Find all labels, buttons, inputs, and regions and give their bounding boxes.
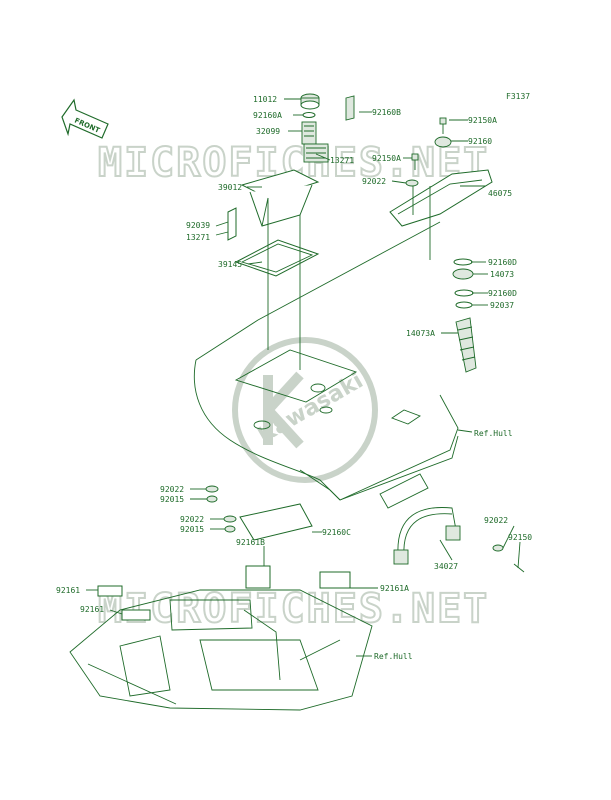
callout-14073A: 14073A <box>406 329 435 338</box>
callout-92160D-a: 92160D <box>488 258 517 267</box>
kawasaki-logo-watermark: Kawasaki <box>232 337 378 483</box>
callout-92015-a: 92015 <box>160 495 184 504</box>
callout-34027: 34027 <box>434 562 458 571</box>
callout-92160: 92160 <box>468 137 492 146</box>
bolt-92150A-top <box>439 117 447 134</box>
callout-92150A: 92150A <box>372 154 401 163</box>
decal-92160C <box>239 503 313 541</box>
callout-92161-a: 92161 <box>56 586 80 595</box>
decal-92161-b <box>121 609 151 621</box>
callout-92150A-top: 92150A <box>468 116 497 125</box>
vent-cap-14073 <box>452 268 474 280</box>
callout-92160A: 92160A <box>253 111 282 120</box>
callout-13271-b: 13271 <box>186 233 210 242</box>
nut-92015-b <box>224 525 236 533</box>
callout-92037: 92037 <box>490 301 514 310</box>
callout-ref-hull-b: Ref.Hull <box>374 652 413 661</box>
callout-92150: 92150 <box>508 533 532 542</box>
o-ring-92160A <box>302 112 316 118</box>
pad-92160B <box>345 95 355 121</box>
watermark-text-bottom: MICROFICHES.NET <box>98 586 489 632</box>
callout-92161B: 92161B <box>236 538 265 547</box>
leader-lines <box>86 98 521 657</box>
callout-39012: 39012 <box>218 183 242 192</box>
lower-hull <box>69 589 373 711</box>
callout-92161-b: 92161 <box>80 605 104 614</box>
washer-92022-a <box>205 485 219 493</box>
bolt-92150A <box>411 153 419 170</box>
bracket-92039 <box>227 207 237 241</box>
callout-92022-a: 92022 <box>160 485 184 494</box>
callout-13271-a: 13271 <box>330 156 354 165</box>
callout-92160B: 92160B <box>372 108 401 117</box>
callout-92015-b: 92015 <box>180 525 204 534</box>
storage-box-39012 <box>240 169 320 227</box>
washer-92022-top <box>405 179 419 187</box>
callout-92161A: 92161A <box>380 584 409 593</box>
rear-handle-34027 <box>393 507 461 565</box>
callout-92160D-b: 92160D <box>488 289 517 298</box>
callout-92039: 92039 <box>186 221 210 230</box>
grab-handle-46075 <box>389 169 493 227</box>
callout-92022-top: 92022 <box>362 177 386 186</box>
gasket-39145 <box>234 239 320 277</box>
figure-code: F3137 <box>506 92 530 101</box>
decal-92161B <box>245 565 271 589</box>
callout-14073: 14073 <box>490 270 514 279</box>
decal-92161-a <box>97 585 123 597</box>
decal-92161A <box>319 571 351 589</box>
washer-92022-b <box>223 515 237 523</box>
callout-92022-b: 92022 <box>180 515 204 524</box>
clamp-92037 <box>455 301 473 309</box>
callout-92022-c: 92022 <box>484 516 508 525</box>
callout-labels: 11012 92160A 32099 13271 39012 92039 132… <box>56 95 532 661</box>
nut-92015-a <box>206 495 218 503</box>
band-92160D-a <box>453 258 473 266</box>
filler-neck-32099 <box>301 121 329 163</box>
bolt-92150 <box>513 563 525 573</box>
callout-32099: 32099 <box>256 127 280 136</box>
band-92160D-b <box>454 289 474 297</box>
hose-14073A <box>455 317 477 373</box>
collar-92160 <box>434 136 452 148</box>
callout-ref-hull-a: Ref.Hull <box>474 429 513 438</box>
vent-parts <box>452 258 477 373</box>
callout-39145: 39145 <box>218 260 242 269</box>
callout-46075: 46075 <box>488 189 512 198</box>
hull-deck <box>193 221 459 509</box>
callout-92160C: 92160C <box>322 528 351 537</box>
cap-11012 <box>300 93 320 110</box>
callout-11012: 11012 <box>253 95 277 104</box>
front-arrow-icon: FRONT <box>61 98 109 139</box>
washer-92022-c <box>492 544 504 552</box>
